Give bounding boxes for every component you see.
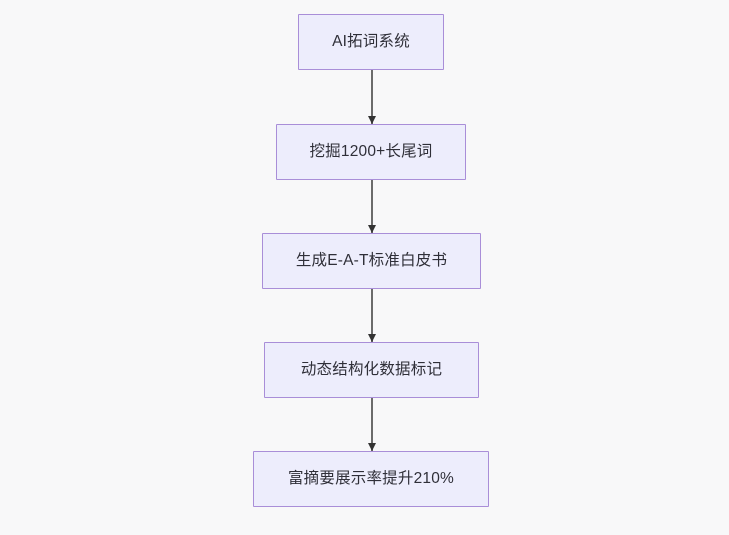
arrowhead-icon (367, 334, 376, 342)
edge-line (371, 70, 373, 124)
node-label: AI拓词系统 (332, 32, 410, 50)
arrowhead-icon (367, 225, 376, 233)
flowchart-node-ai-keyword-system[interactable]: AI拓词系统 (298, 14, 444, 70)
edge-node2-to-node3 (367, 180, 376, 233)
flowchart-node-mine-longtail-keywords[interactable]: 挖掘1200+长尾词 (276, 124, 466, 180)
edge-line (371, 289, 373, 342)
node-label: 挖掘1200+长尾词 (309, 142, 433, 160)
node-label: 生成E-A-T标准白皮书 (295, 251, 448, 269)
edge-node3-to-node4 (367, 289, 376, 342)
edge-node4-to-node5 (367, 398, 376, 451)
flowchart-node-generate-eat-whitepaper[interactable]: 生成E-A-T标准白皮书 (262, 233, 481, 289)
flowchart-node-rich-snippet-rate-increase[interactable]: 富摘要展示率提升210% (253, 451, 489, 507)
edge-line (371, 180, 373, 233)
arrowhead-icon (367, 443, 376, 451)
node-label: 富摘要展示率提升210% (287, 469, 455, 487)
arrowhead-icon (367, 116, 376, 124)
edge-node1-to-node2 (367, 70, 376, 124)
node-label: 动态结构化数据标记 (300, 360, 443, 378)
edge-line (371, 398, 373, 451)
flowchart-node-dynamic-structured-data-markup[interactable]: 动态结构化数据标记 (264, 342, 479, 398)
